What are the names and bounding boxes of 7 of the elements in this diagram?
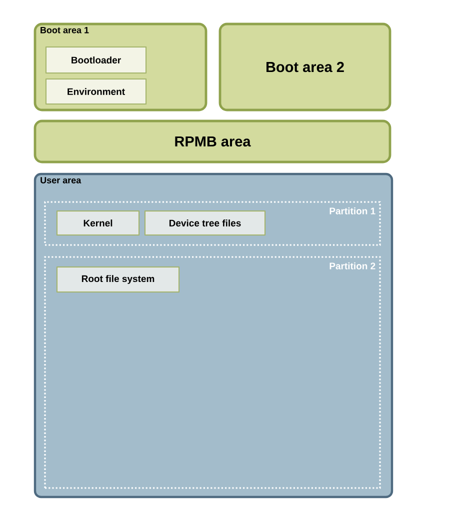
file-box: Kernel	[56, 210, 140, 236]
region-box: Bootloader	[46, 46, 146, 74]
file-box: Root file system	[56, 266, 180, 292]
region-box: Environment	[46, 78, 146, 104]
memory-area-box: Boot area 2	[218, 22, 392, 112]
file-box: Device tree files	[144, 210, 266, 236]
memory-area-box: RPMB area	[34, 120, 392, 164]
